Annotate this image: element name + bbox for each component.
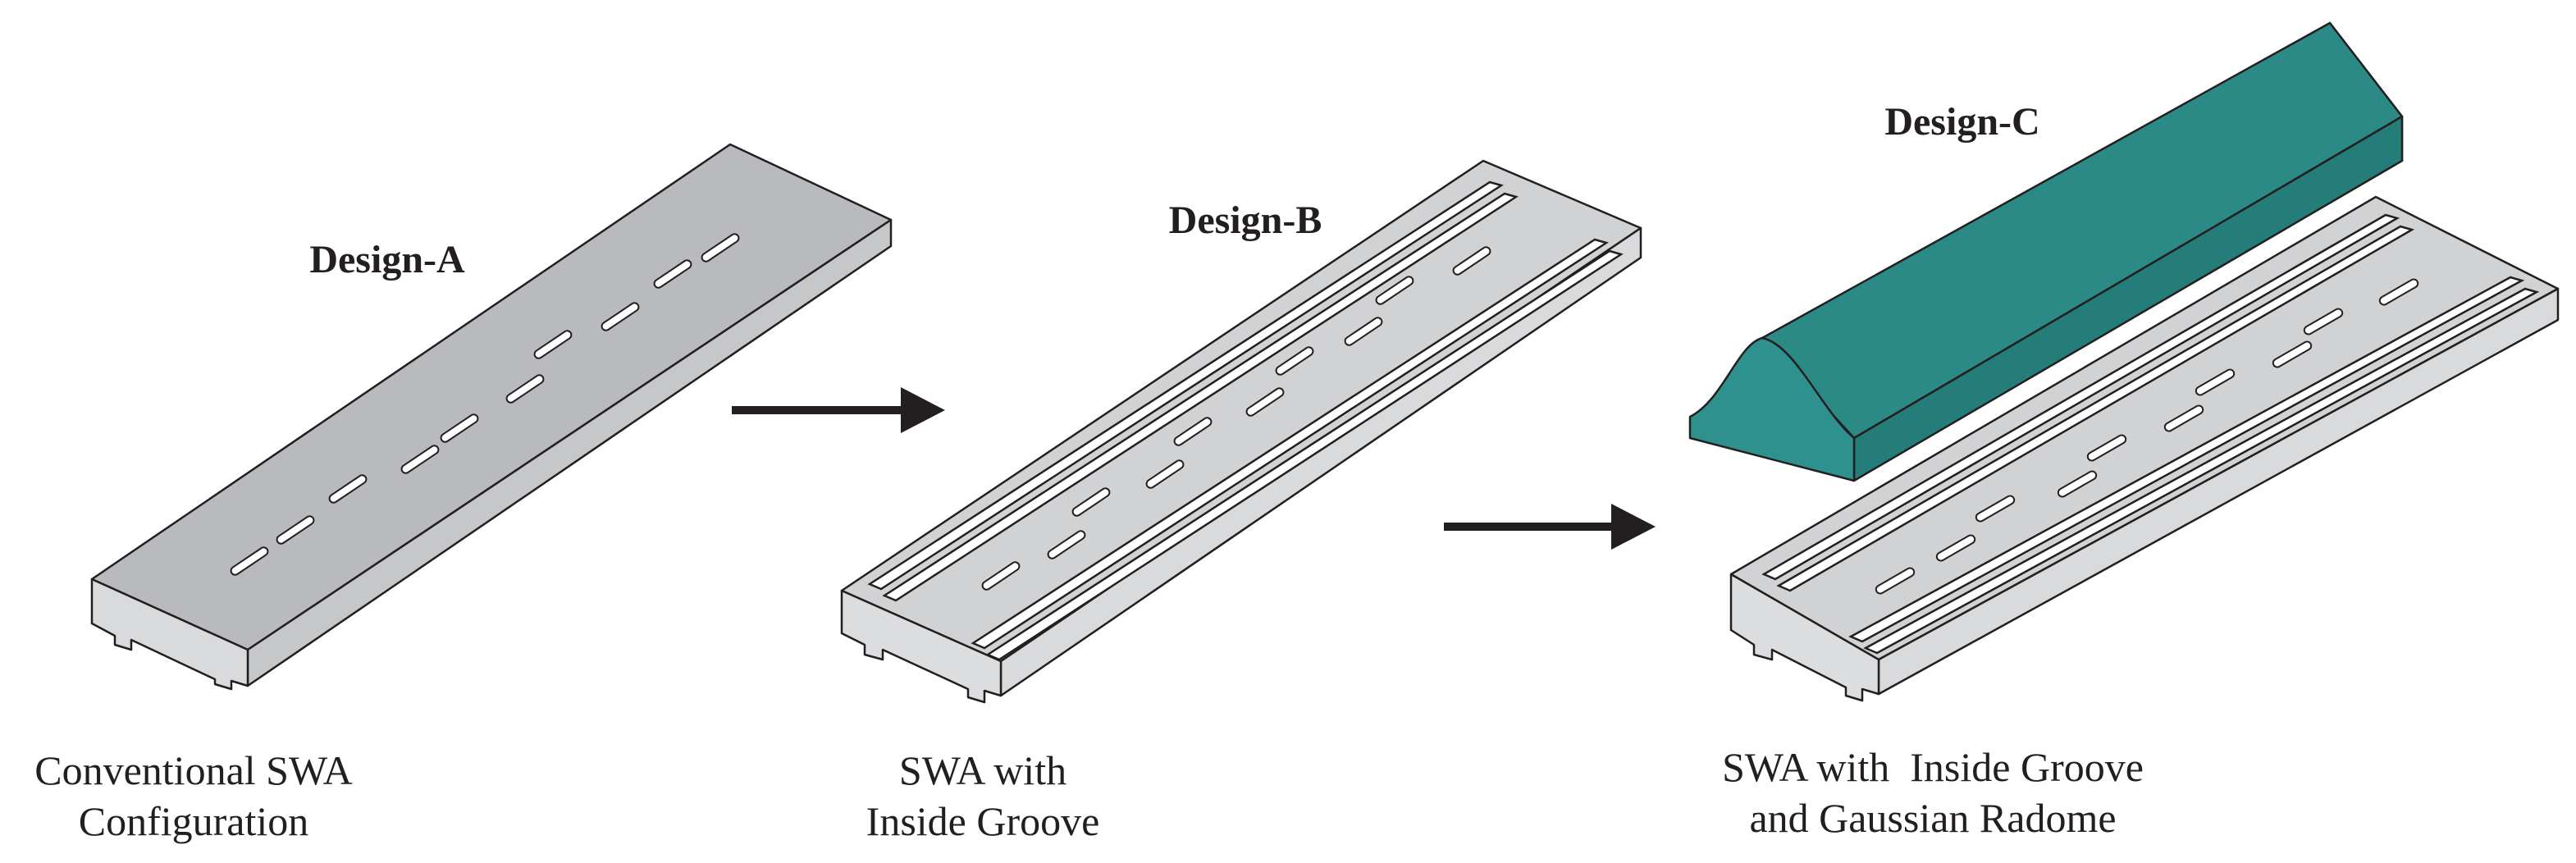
radome-near-end: [1688, 336, 1856, 482]
groove: [1863, 287, 2540, 655]
design-b-slots: [981, 246, 1491, 591]
slot: [701, 233, 740, 263]
slot: [601, 302, 640, 331]
design-b-caption-line1: SWA with: [899, 747, 1066, 793]
slot: [2272, 340, 2313, 368]
design-c-title: Design-C: [1884, 100, 2039, 144]
slot: [1375, 276, 1414, 305]
slot: [230, 546, 269, 576]
slot: [533, 330, 573, 359]
slot: [440, 413, 479, 443]
slot: [328, 474, 368, 504]
slot: [1173, 417, 1213, 446]
design-a-waveguide: [90, 143, 893, 691]
design-b-grooves: [867, 180, 1624, 661]
slot: [1935, 534, 1976, 562]
groove: [985, 249, 1624, 661]
design-a-caption-line2: Configuration: [79, 798, 309, 844]
design-a-top-face: [90, 143, 893, 651]
slot: [1875, 567, 1916, 595]
groove: [1776, 225, 2415, 592]
design-c-caption-line1: SWA with Inside Groove: [1722, 744, 2144, 790]
groove: [971, 238, 1609, 650]
slot: [1071, 487, 1111, 517]
slot: [505, 374, 545, 404]
design-c-waveguide: [1729, 195, 2560, 702]
slot: [1245, 387, 1285, 417]
design-c-gaussian-radome: [1688, 21, 2404, 482]
groove: [1848, 276, 2525, 643]
slot: [400, 445, 440, 474]
slot: [2057, 470, 2098, 498]
slot: [276, 515, 315, 545]
slot: [1975, 495, 2016, 523]
slot: [1452, 246, 1491, 276]
design-c-caption-line2: and Gaussian Radome: [1749, 795, 2116, 841]
slot: [2163, 404, 2204, 432]
slot: [1047, 530, 1086, 559]
design-b-title: Design-B: [1169, 199, 1322, 242]
groove: [1761, 213, 2400, 581]
design-c-slots: [1875, 278, 2419, 595]
design-c-grooves: [1761, 213, 2540, 655]
design-b-end-face: [840, 589, 1003, 704]
slot: [1344, 317, 1383, 346]
right-arrow-icon: [732, 387, 945, 433]
design-a-slots: [230, 233, 740, 576]
slot: [2086, 434, 2127, 462]
slot: [981, 561, 1021, 591]
groove: [867, 180, 1504, 591]
design-a-end-face: [90, 578, 249, 691]
design-a-caption-line1: Conventional SWA: [34, 747, 352, 793]
groove: [882, 192, 1519, 602]
slot: [2195, 368, 2236, 396]
design-b-caption-line2: Inside Groove: [866, 798, 1100, 844]
slot: [1275, 346, 1314, 376]
design-b-waveguide: [840, 159, 1642, 704]
design-a-title: Design-A: [309, 238, 465, 281]
slot: [653, 259, 692, 289]
right-arrow-icon: [1444, 504, 1656, 550]
design-c-end-face: [1729, 573, 1880, 702]
slot: [1145, 459, 1185, 489]
slot: [2303, 308, 2344, 336]
slot: [2378, 278, 2419, 306]
